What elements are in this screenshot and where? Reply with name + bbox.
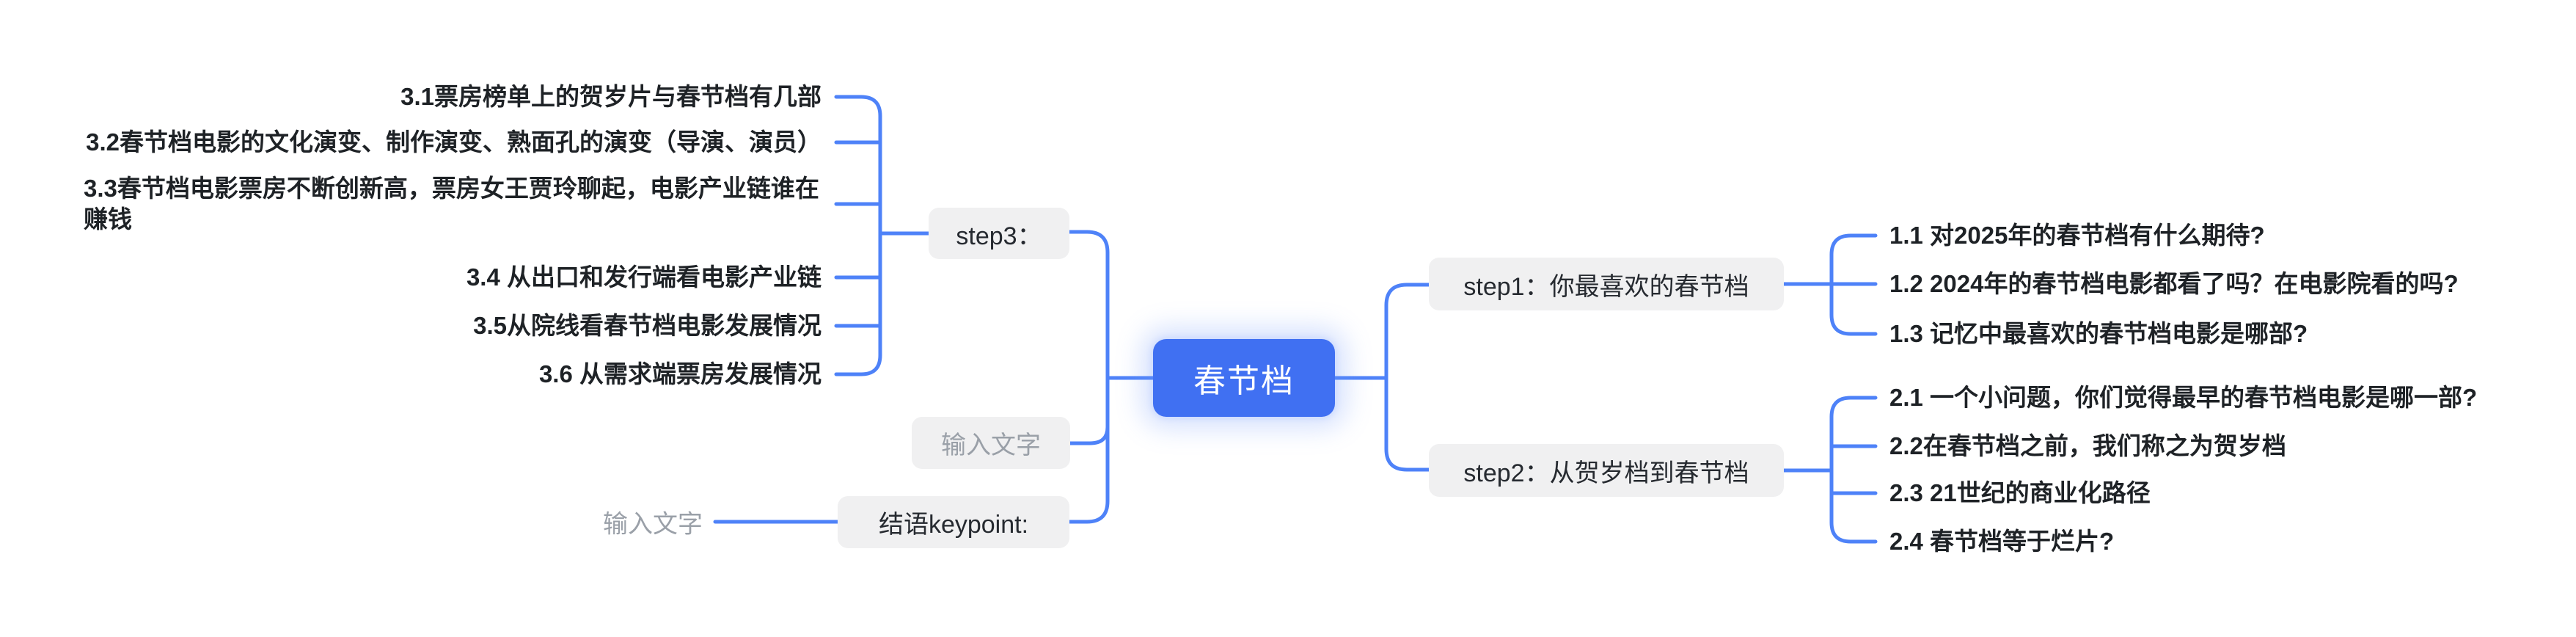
edge-step2-fan [1829, 396, 1878, 544]
topic-3-2[interactable]: 3.2春节档电影的文化演变、制作演变、熟面孔的演变（导演、演员） [86, 128, 822, 156]
node-keypoint[interactable]: 结语keypoint: [838, 496, 1069, 548]
root-topic[interactable]: 春节档 [1153, 339, 1335, 417]
node-placeholder-topic[interactable]: 输入文字 [912, 417, 1070, 469]
edge-step3-fan [834, 95, 882, 376]
topic-2-3[interactable]: 2.3 21世纪的商业化路径 [1889, 479, 2151, 507]
topic-3-3[interactable]: 3.3春节档电影票房不断创新高，票房女王贾玲聊起，电影产业链谁在赚钱 [84, 175, 819, 233]
topic-2-4[interactable]: 2.4 春节档等于烂片? [1889, 528, 2115, 556]
topic-1-3[interactable]: 1.3 记忆中最喜欢的春节档电影是哪部? [1889, 320, 2308, 348]
topic-3-4[interactable]: 3.4 从出口和发行端看电影产业链 [466, 263, 822, 291]
topic-2-1[interactable]: 2.1 一个小问题，你们觉得最早的春节档电影是哪一部? [1889, 384, 2478, 412]
node-step2[interactable]: step2：从贺岁档到春节档 [1429, 444, 1784, 497]
edge-input-node [1068, 425, 1110, 445]
topic-3-6[interactable]: 3.6 从需求端票房发展情况 [538, 360, 822, 388]
topic-3-1[interactable]: 3.1票房榜单上的贺岁片与春节档有几部 [400, 83, 822, 111]
node-step3[interactable]: step3： [929, 208, 1069, 259]
placeholder-keypoint-child[interactable]: 输入文字 [603, 510, 703, 539]
edge-left-trunk [1067, 230, 1110, 524]
topic-3-5[interactable]: 3.5从院线看春节档电影发展情况 [473, 312, 822, 340]
topic-1-1[interactable]: 1.1 对2025年的春节档有什么期待? [1889, 222, 2265, 250]
edge-right-trunk [1384, 283, 1431, 472]
node-step1[interactable]: step1：你最喜欢的春节档 [1429, 258, 1784, 310]
topic-1-2[interactable]: 1.2 2024年的春节档电影都看了吗？在电影院看的吗? [1889, 270, 2459, 298]
topic-2-2[interactable]: 2.2在春节档之前，我们称之为贺岁档 [1889, 432, 2286, 460]
